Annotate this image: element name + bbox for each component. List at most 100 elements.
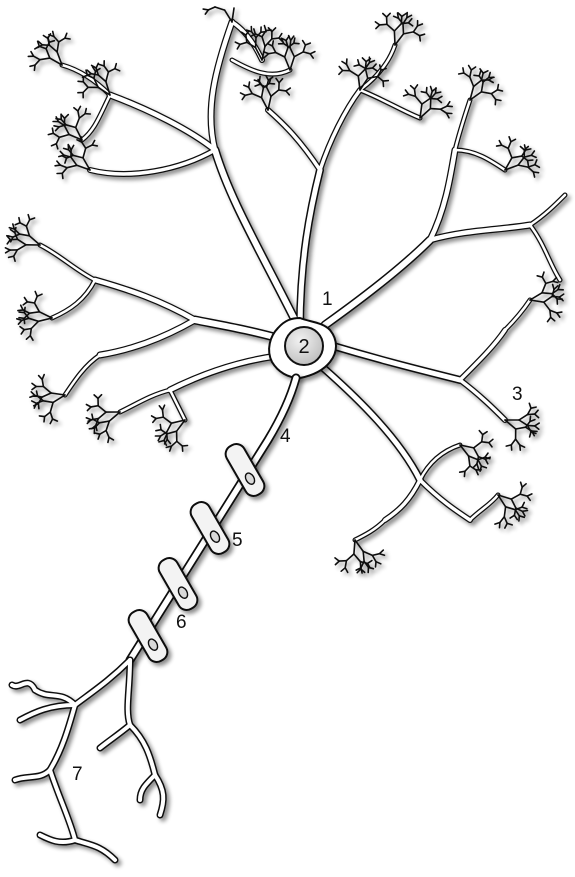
dendrite-twig: [511, 494, 520, 499]
dendrite-twig: [267, 87, 271, 96]
dendrite-twig: [516, 427, 526, 429]
dendrite-twig: [256, 38, 257, 48]
dendrite-twig: [535, 414, 539, 418]
dendrite-twig: [83, 87, 88, 92]
dendrite-twig: [262, 98, 269, 110]
dendrite-twig: [546, 281, 553, 283]
dendrite-twig: [60, 151, 64, 155]
dendrite-twig: [290, 57, 294, 70]
dendrite-twig: [553, 281, 558, 282]
dendrite-twig: [249, 87, 253, 93]
dendrite-twig: [413, 32, 419, 36]
dendrite-twig: [38, 318, 52, 321]
dendrite-twig: [254, 29, 256, 34]
dendrite-twig: [544, 296, 552, 302]
dendrite-twig: [27, 302, 34, 303]
dendrite-twig: [42, 45, 49, 46]
dendrite-twig: [530, 432, 531, 437]
dendrite-twig: [515, 510, 519, 516]
dendrite-twig: [506, 445, 511, 446]
dendrite-twig: [86, 405, 91, 407]
dendrite-twig: [437, 99, 441, 102]
dendrite-twig: [40, 58, 50, 60]
dendrite-twig: [387, 24, 395, 31]
dendrite-twig: [53, 395, 65, 402]
dendrite-twig: [544, 302, 550, 310]
dendrite-twig: [542, 272, 544, 277]
dendrite-twig: [100, 431, 106, 435]
dendrite-twig: [73, 155, 83, 158]
dendrite-twig: [522, 484, 526, 487]
dendrite-twig: [303, 52, 310, 54]
dendrite-twig: [95, 433, 100, 434]
dendrite-twig: [530, 293, 542, 300]
dendrite-twig: [32, 383, 36, 386]
dendrite-twig: [345, 561, 346, 568]
dendrite-twig: [49, 41, 54, 43]
dendrite-twig: [528, 167, 533, 172]
dendrite-twig: [520, 494, 527, 496]
dendrite-twig: [106, 431, 109, 438]
dendrite-twig: [363, 551, 372, 555]
dendrite-twig: [294, 52, 303, 57]
dendrite-twig: [272, 46, 275, 53]
dendrite-twig: [225, 10, 232, 22]
dendrite-twig: [372, 555, 376, 561]
dendrite-twig: [422, 98, 430, 104]
dendrite-twig: [20, 223, 26, 226]
dendrite-twig: [460, 471, 465, 472]
dendrite-twig: [415, 89, 416, 96]
dendrite-twig: [478, 460, 481, 466]
dendrite-twig: [246, 35, 247, 42]
dendrite-twig: [409, 23, 413, 26]
dendrite-twig: [26, 336, 30, 340]
dendrite-twig: [489, 80, 494, 83]
dendrite-twig: [473, 464, 477, 468]
dendrite-twig: [504, 517, 507, 524]
dendrite-twig: [104, 66, 108, 72]
label-myelin-sheath: 5: [232, 530, 243, 551]
dendrite-twig: [528, 414, 535, 415]
dendrite-twig: [245, 94, 252, 96]
dendrite-twig: [20, 234, 30, 236]
dendrite-twig: [403, 24, 404, 34]
dendrite-twig: [516, 439, 520, 445]
dendrite-twig: [30, 312, 40, 313]
dendrite-twig: [30, 218, 35, 220]
label-axon-terminal: 7: [72, 764, 83, 785]
dendrite-twig: [108, 69, 115, 72]
dendrite-twig: [508, 142, 511, 149]
dendrite-twig: [542, 283, 546, 292]
dendrite-twig: [470, 70, 472, 77]
dendrite-twig: [171, 441, 176, 446]
dendrite-twig: [341, 568, 345, 571]
dendrite-twig: [31, 321, 38, 328]
dendrite-twig: [404, 32, 414, 34]
dendrite-twig: [30, 329, 31, 336]
dendrite-twig: [24, 298, 27, 302]
dendrite-twig: [87, 70, 91, 74]
dendrite-twig: [262, 37, 265, 47]
dendrite-twig: [527, 496, 530, 500]
dendrite-twig: [272, 41, 273, 46]
dendrite-twig: [415, 85, 418, 89]
dendrite-twig: [78, 106, 81, 111]
dendrite-twig: [269, 53, 276, 54]
dendrite-twig: [554, 286, 558, 290]
dendrite-twig: [203, 9, 208, 10]
dendrite-twig: [109, 412, 120, 421]
dendrite-twig: [96, 63, 98, 68]
dendrite-twig: [267, 80, 269, 87]
dendrite-twig: [159, 441, 164, 442]
dendrite-twig: [51, 393, 65, 395]
dendrite-twig: [285, 48, 288, 58]
dendrite-twig: [430, 109, 440, 110]
dendrite-twig: [482, 442, 489, 443]
dendrite-twig: [469, 456, 478, 460]
dendrite-twig: [59, 135, 69, 138]
dendrite-twig: [522, 511, 525, 516]
dendrite-twig: [76, 118, 80, 127]
dendrite-twig: [531, 407, 536, 408]
dendrite-twig: [483, 71, 488, 73]
dendrite-twig: [528, 161, 529, 166]
